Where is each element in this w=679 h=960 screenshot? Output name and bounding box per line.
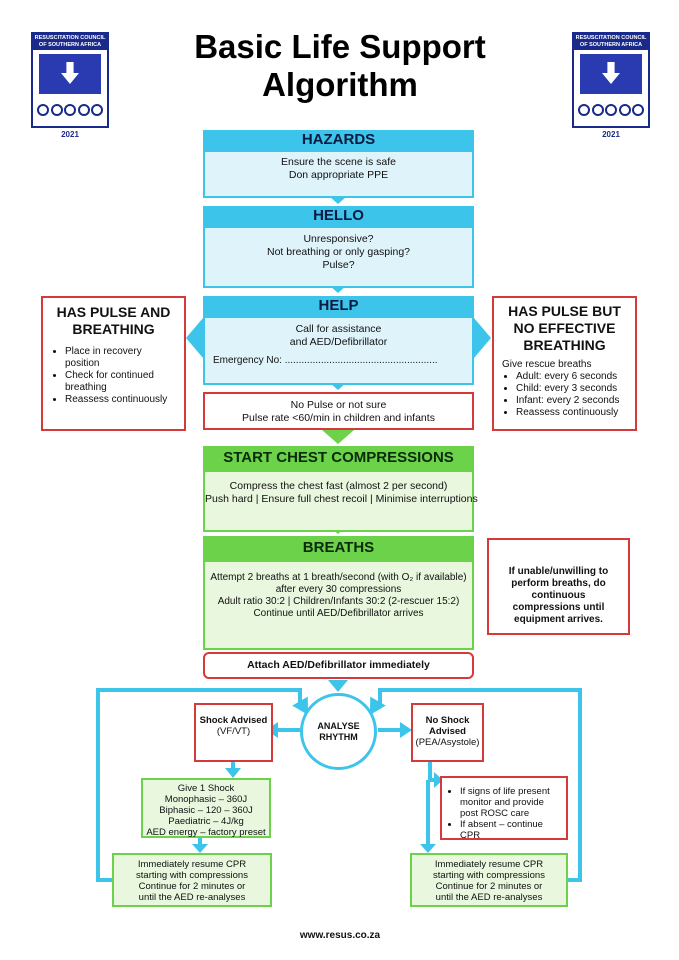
resume-right-text: Immediately resume CPR starting with com… [433, 859, 545, 903]
resume-left-text: Immediately resume CPR starting with com… [136, 859, 248, 903]
give-shock-box: Give 1 Shock Monophasic – 360J Biphasic … [141, 778, 271, 838]
logo-year: 2021 [602, 130, 620, 139]
pulse-no-breathing-heading: HAS PULSE BUT NO EFFECTIVE BREATHING [508, 303, 621, 353]
logo-org-text: RESUSCITATION COUNCIL OF SOUTHERN AFRICA [33, 34, 107, 50]
help-line-1: Call for assistance [295, 323, 382, 335]
breaths-heading: BREATHS [203, 536, 474, 560]
hello-box: HELLO Unresponsive? Not breathing or onl… [203, 206, 474, 288]
aed-text: Attach AED/Defibrillator immediately [247, 659, 430, 671]
give-shock-line-3: Biphasic – 120 – 360J [159, 805, 253, 816]
unable-box: If unable/unwilling to perform breaths, … [487, 538, 630, 635]
logo-org-text: RESUSCITATION COUNCIL OF SOUTHERN AFRICA [574, 34, 648, 50]
hazards-line-2: Don appropriate PPE [288, 169, 389, 181]
hello-line-3: Pulse? [322, 259, 355, 271]
list-item: If absent – continue CPR [460, 819, 560, 841]
breaths-line-3: Adult ratio 30:2 | Children/Infants 30:2… [217, 596, 460, 607]
analyse-text: ANALYSE RHYTHM [317, 720, 360, 742]
help-emergency: Emergency No: ..........................… [213, 355, 438, 366]
give-shock-line-5: AED energy – factory preset [146, 827, 266, 838]
list-item: Place in recovery position [65, 346, 176, 370]
title-line-1: Basic Life Support [194, 28, 486, 65]
no-pulse-line-2: Pulse rate <60/min in children and infan… [242, 412, 435, 424]
give-shock-line-4: Paediatric – 4J/kg [168, 816, 244, 827]
loop-right [378, 688, 582, 882]
pulse-breathing-heading: HAS PULSE AND BREATHING [56, 304, 171, 337]
compressions-line-1: Compress the chest fast (almost 2 per se… [229, 480, 448, 492]
footer-url[interactable]: www.resus.co.za [240, 930, 440, 941]
list-item: Reassess continuously [516, 407, 627, 419]
logo-year: 2021 [61, 130, 79, 139]
resume-cpr-right-box: Immediately resume CPR starting with com… [410, 853, 568, 907]
shock-sub: (VF/VT) [216, 726, 251, 737]
loop-left [96, 688, 302, 882]
signs-of-life-box: If signs of life present monitor and pro… [440, 776, 568, 841]
give-shock-line-1: Give 1 Shock [177, 783, 235, 794]
list-item: Check for continued breathing [65, 370, 176, 394]
compressions-heading: START CHEST COMPRESSIONS [203, 446, 474, 470]
hazards-heading: HAZARDS [203, 130, 474, 150]
rescue-breaths-intro: Give rescue breaths [502, 359, 592, 370]
compressions-line-2: Push hard | Ensure full chest recoil | M… [205, 493, 478, 505]
list-item: Child: every 3 seconds [516, 383, 627, 395]
hello-line-1: Unresponsive? [303, 233, 374, 245]
noshock-sub: (PEA/Asystole) [415, 737, 480, 748]
breaths-box: BREATHS Attempt 2 breaths at 1 breath/se… [203, 536, 474, 650]
compressions-box: START CHEST COMPRESSIONS Compress the ch… [203, 446, 478, 532]
pulse-breathing-box: HAS PULSE AND BREATHING Place in recover… [41, 296, 186, 431]
breaths-line-2: after every 30 compressions [275, 584, 402, 595]
arrow-aed-analyse [328, 680, 348, 692]
rcsa-logo-right: RESUSCITATION COUNCIL OF SOUTHERN AFRICA… [572, 32, 650, 139]
hazards-line-1: Ensure the scene is safe [281, 156, 396, 168]
shock-advised-box: Shock Advised (VF/VT) [194, 703, 273, 762]
arrow-help-right [474, 318, 491, 358]
list-item: If signs of life present monitor and pro… [460, 786, 560, 819]
resume-cpr-left-box: Immediately resume CPR starting with com… [112, 853, 272, 907]
help-line-2: and AED/Defibrillator [289, 336, 388, 348]
pulse-no-breathing-box: HAS PULSE BUT NO EFFECTIVE BREATHING Giv… [492, 296, 637, 431]
noshock-label: No Shock Advised [425, 715, 470, 737]
hello-line-2: Not breathing or only gasping? [266, 246, 410, 258]
hello-heading: HELLO [203, 206, 474, 226]
give-shock-line-2: Monophasic – 360J [164, 794, 248, 805]
page-title: Basic Life Support Algorithm [150, 28, 530, 104]
no-pulse-line-1: No Pulse or not sure [290, 399, 387, 411]
list-item: Reassess continuously [65, 394, 176, 406]
no-shock-box: No Shock Advised (PEA/Asystole) [411, 703, 484, 762]
help-heading: HELP [203, 296, 474, 316]
arrow-help-left [186, 318, 203, 358]
shock-label: Shock Advised [199, 715, 268, 726]
aed-box: Attach AED/Defibrillator immediately [203, 652, 474, 679]
breaths-line-4: Continue until AED/Defibrillator arrives [253, 608, 424, 619]
hazards-box: HAZARDS Ensure the scene is safe Don app… [203, 130, 474, 198]
help-box: HELP Call for assistance and AED/Defibri… [203, 296, 474, 385]
breaths-line-1: Attempt 2 breaths at 1 breath/second (wi… [210, 572, 467, 583]
no-pulse-box: No Pulse or not sure Pulse rate <60/min … [203, 392, 474, 430]
title-line-2: Algorithm [262, 66, 418, 103]
list-item: Adult: every 6 seconds [516, 371, 627, 383]
footer-url-text[interactable]: www.resus.co.za [299, 930, 381, 941]
list-item: Infant: every 2 seconds [516, 395, 627, 407]
analyse-rhythm-circle: ANALYSE RHYTHM [300, 693, 377, 770]
unable-text: If unable/unwilling to perform breaths, … [508, 566, 609, 625]
rcsa-logo-left: RESUSCITATION COUNCIL OF SOUTHERN AFRICA… [31, 32, 109, 139]
arrow-nopulse-compressions [322, 430, 354, 444]
